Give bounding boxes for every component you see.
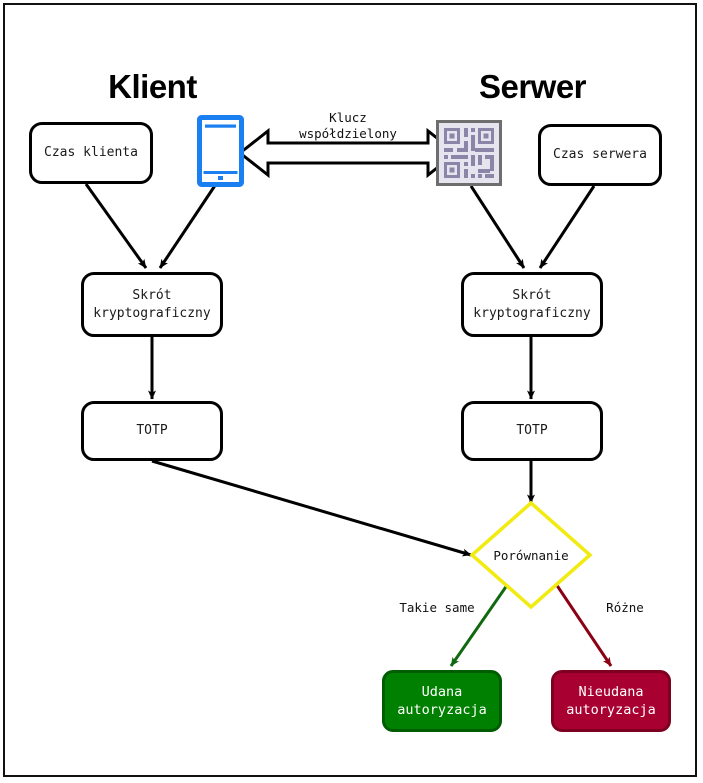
edge-client-time-to-hash	[84, 183, 148, 269]
node-success[interactable]: Udana autoryzacja	[382, 670, 502, 732]
phone-icon[interactable]	[197, 115, 244, 187]
edge-compare-to-success	[449, 577, 514, 667]
column-title-client: Klient	[108, 68, 197, 105]
edge-server-time-to-hash	[538, 185, 596, 269]
node-client-time[interactable]: Czas klienta	[29, 122, 153, 184]
edge-label-different: Różne	[606, 600, 644, 615]
edge-phone-to-hash	[158, 183, 218, 269]
edge-label-shared-key: Klucz współdzielony	[299, 110, 397, 141]
qr-code-icon[interactable]	[436, 120, 502, 186]
edge-compare-to-failure	[550, 577, 613, 667]
node-client-hash[interactable]: Skrót kryptograficzny	[81, 272, 223, 337]
phone-icon-svg	[197, 115, 244, 187]
node-failure[interactable]: Nieudana autoryzacja	[551, 670, 671, 732]
node-compare-label[interactable]: Porównanie	[493, 548, 569, 563]
node-server-totp[interactable]: TOTP	[461, 401, 603, 461]
qr-code-icon-svg	[436, 120, 502, 186]
column-title-server: Serwer	[478, 68, 587, 105]
node-server-time[interactable]: Czas serwera	[538, 124, 662, 186]
node-client-totp[interactable]: TOTP	[81, 401, 223, 461]
edge-qr-to-server-hash	[469, 185, 526, 269]
edge-label-same: Takie same	[399, 600, 475, 615]
node-server-hash[interactable]: Skrót kryptograficzny	[461, 272, 603, 337]
edge-client-totp-to-compare	[151, 459, 472, 557]
